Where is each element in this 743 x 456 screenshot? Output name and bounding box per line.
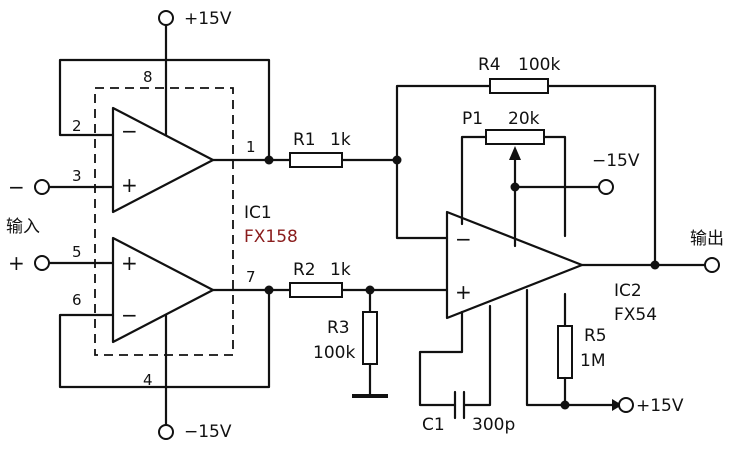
r5-name: R5: [584, 326, 607, 346]
resistor-r5: R5 1M: [557, 292, 607, 379]
top-supply: +15V 8: [143, 9, 232, 150]
ic1-name: IC1: [244, 203, 272, 223]
ic2-name: IC2: [614, 281, 642, 301]
r1-name: R1: [293, 130, 316, 150]
ic2-pos-supply-wire: [525, 288, 616, 407]
r4-name: R4: [478, 55, 501, 75]
r3-value: 100k: [313, 343, 355, 363]
input-minus-terminal: [34, 179, 50, 195]
ic2-pos-supply-terminal: [618, 397, 634, 413]
opamp-a-plus-sign: +: [121, 173, 138, 197]
arrow-icon: [612, 399, 622, 411]
wiper-arrow-icon: [509, 146, 521, 160]
pin-5-label: 5: [72, 243, 82, 261]
pin-8-label: 8: [143, 68, 153, 86]
bottom-supply-label: −15V: [184, 422, 232, 442]
input-label: 输入: [6, 217, 40, 237]
ic2-minus-sign: −: [455, 227, 472, 251]
opamp-a-feedback-wire: [58, 58, 271, 162]
resistor-r2: R2 1k: [289, 260, 351, 298]
r1-value: 1k: [330, 130, 351, 150]
output-label: 输出: [690, 229, 724, 249]
p1-name: P1: [462, 109, 483, 129]
pin-2-label: 2: [72, 117, 82, 135]
p1-value: 20k: [508, 109, 540, 129]
ic2-part: FX54: [614, 305, 657, 325]
opamp-b-plus-sign: +: [121, 251, 138, 275]
input-plus-terminal: [34, 255, 50, 271]
bottom-supply-terminal: [158, 424, 174, 440]
input-plus-sign: +: [8, 251, 25, 275]
input-minus-sign: −: [8, 175, 25, 199]
opamp-b-feedback-wire: [58, 288, 271, 389]
ic2-pos-supply-label: +15V: [636, 396, 684, 416]
r3-name: R3: [327, 318, 350, 338]
ic1-opamp-a: − +: [111, 106, 215, 214]
ic2-neg-supply-label: −15V: [592, 151, 640, 171]
top-supply-terminal: [158, 10, 174, 26]
ic2-opamp: − +: [445, 210, 584, 320]
pin-7-label: 7: [246, 268, 256, 286]
potentiometer-p1: P1 20k: [460, 109, 567, 248]
top-supply-label: +15V: [184, 9, 232, 29]
resistor-r3: R3 100k: [313, 288, 388, 398]
pin-1-label: 1: [246, 138, 256, 156]
opamp-a-symbol: [111, 106, 215, 214]
c1-name: C1: [422, 415, 445, 435]
pin-6-label: 6: [72, 291, 82, 309]
opamp-b-minus-sign: −: [121, 303, 138, 327]
ic1-package-outline: [94, 87, 234, 356]
pin-3-label: 3: [72, 167, 82, 185]
resistor-r4: R4 100k: [478, 55, 560, 94]
ic1-opamp-b: + −: [111, 236, 215, 344]
capacitor-c1: C1 300p: [418, 304, 515, 435]
opamp-a-minus-sign: −: [121, 119, 138, 143]
ic2-inverting-wire: [395, 158, 449, 240]
output-terminal: [704, 257, 720, 273]
r4-right-wire: [546, 84, 657, 267]
ic2-plus-sign: +: [455, 280, 472, 304]
r4-value: 100k: [518, 55, 560, 75]
bottom-supply: −15V 4: [143, 300, 232, 442]
ic2-neg-supply-terminal: [598, 179, 614, 195]
r2-value: 1k: [330, 260, 351, 280]
ic1-part: FX158: [244, 227, 298, 247]
r2-name: R2: [293, 260, 316, 280]
pin-4-label: 4: [143, 371, 153, 389]
r5-value: 1M: [580, 351, 605, 371]
opamp-b-symbol: [111, 236, 215, 344]
r4-left-wire: [395, 84, 492, 162]
c1-value: 300p: [472, 415, 515, 435]
resistor-r1: R1 1k: [289, 130, 351, 168]
